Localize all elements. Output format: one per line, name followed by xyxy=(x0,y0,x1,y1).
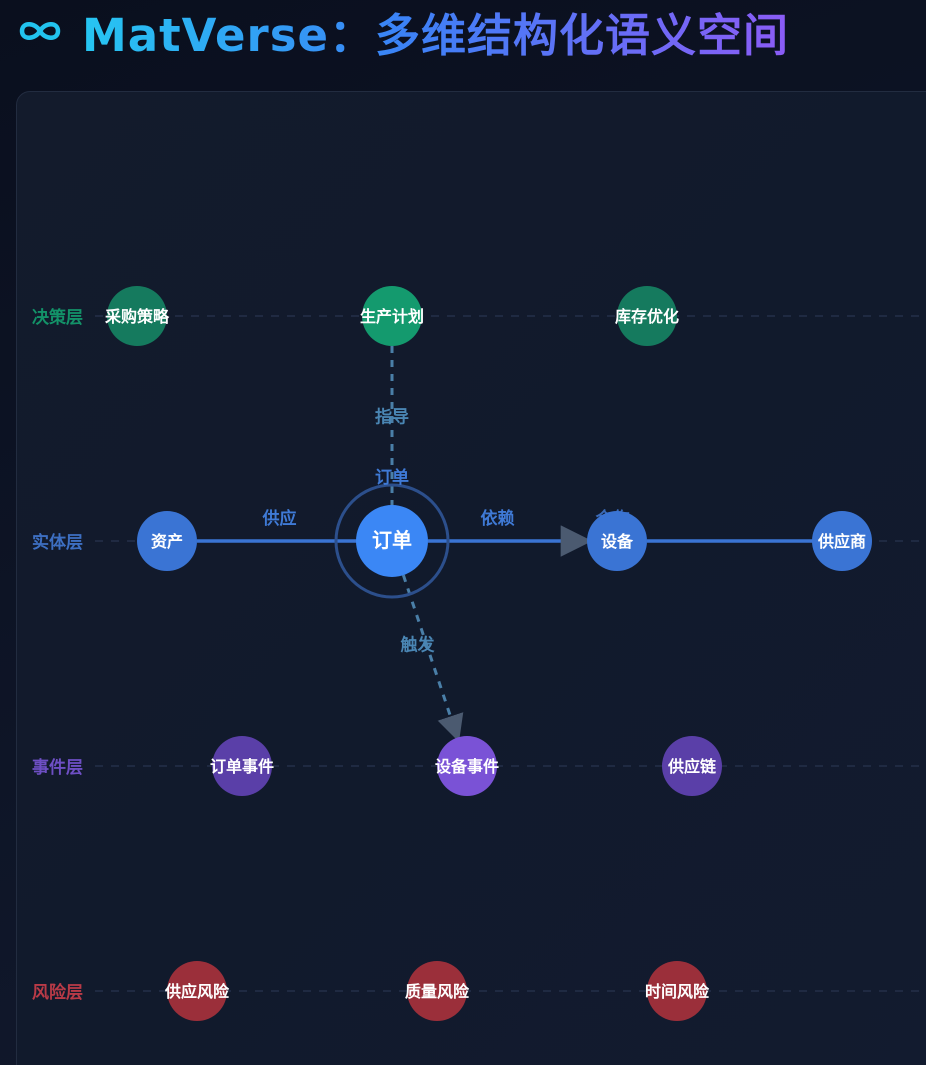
node-quality-risk[interactable]: 质量风险 xyxy=(405,961,470,1021)
node-circle xyxy=(167,961,227,1021)
graph-panel xyxy=(16,91,926,1065)
selection-ring xyxy=(334,483,450,599)
node-label: 设备事件 xyxy=(435,757,499,776)
node-circle xyxy=(662,736,722,796)
node-label: 供应商 xyxy=(817,532,866,551)
node-label: 库存优化 xyxy=(615,307,679,326)
node-circle xyxy=(587,511,647,571)
node-label: 采购策略 xyxy=(104,307,170,326)
node-circle xyxy=(137,511,197,571)
node-circle xyxy=(647,961,707,1021)
node-inventory[interactable]: 库存优化 xyxy=(615,286,679,346)
node-circle xyxy=(407,961,467,1021)
node-asset[interactable]: 资产 xyxy=(137,511,197,571)
layer-label-entity: 实体层 xyxy=(32,532,83,553)
edge-order-equipment-event xyxy=(401,574,464,742)
node-label: 设备 xyxy=(601,532,634,551)
node-production[interactable]: 生产计划 xyxy=(360,286,424,346)
node-label: 质量风险 xyxy=(405,982,470,1001)
node-circle xyxy=(107,286,167,346)
node-label: 资产 xyxy=(151,532,183,551)
page-title: MatVerse：多维结构化语义空间 xyxy=(82,0,789,64)
node-circle xyxy=(437,736,497,796)
node-order-event[interactable]: 订单事件 xyxy=(210,736,274,796)
node-supply-chain[interactable]: 供应链 xyxy=(662,736,722,796)
header: MatVerse：多维结构化语义空间 xyxy=(16,2,789,62)
layer-label-decision: 决策层 xyxy=(32,307,83,328)
infinity-icon xyxy=(19,22,61,40)
node-label: 生产计划 xyxy=(360,307,424,326)
layer-label-risk: 风险层 xyxy=(32,982,83,1003)
node-circle xyxy=(356,505,428,577)
node-circle xyxy=(617,286,677,346)
node-circle xyxy=(212,736,272,796)
node-equipment[interactable]: 设备 xyxy=(587,511,647,571)
edge-label-order-equipment-event: 触发 xyxy=(400,635,436,656)
layer-label-event: 事件层 xyxy=(32,757,83,778)
edge-label-asset-order: 供应 xyxy=(262,508,297,529)
node-circle xyxy=(362,286,422,346)
node-label: 供应风险 xyxy=(164,982,230,1001)
node-label: 供应链 xyxy=(667,757,717,776)
edge-label-order-equipment: 依赖 xyxy=(481,508,515,529)
node-label: 订单事件 xyxy=(210,757,274,776)
node-supply-risk[interactable]: 供应风险 xyxy=(164,961,230,1021)
node-label: 订单 xyxy=(372,528,412,552)
edge-label-production-order: 指导 xyxy=(375,407,409,428)
node-label: 时间风险 xyxy=(645,982,710,1001)
node-equipment-event[interactable]: 设备事件 xyxy=(435,736,499,796)
selected-node-caption: 订单 xyxy=(375,467,409,488)
node-supplier[interactable]: 供应商 xyxy=(812,511,872,571)
node-time-risk[interactable]: 时间风险 xyxy=(645,961,710,1021)
node-circle xyxy=(812,511,872,571)
node-procurement[interactable]: 采购策略 xyxy=(104,286,170,346)
